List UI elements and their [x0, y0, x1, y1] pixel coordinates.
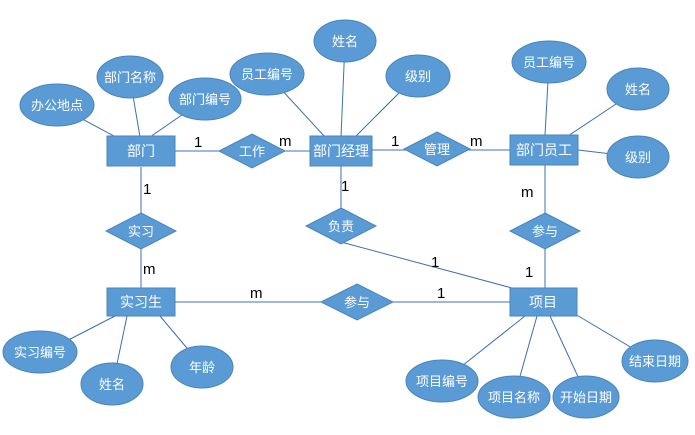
attr-proj-no-label: 项目编号 — [416, 375, 468, 390]
entity-staff-label: 部门员工 — [516, 143, 572, 159]
relationship-manage-label: 管理 — [424, 143, 450, 158]
attr-staff-emp-no-label: 员工编号 — [523, 56, 575, 71]
attr-staff-level-label: 级别 — [625, 151, 651, 166]
entity-intern-label: 实习生 — [120, 295, 162, 311]
entity-dept-label: 部门 — [127, 144, 155, 160]
relationship-work[interactable]: 工作 — [217, 133, 287, 169]
line-responsible-project — [340, 241, 513, 289]
card-mgr-manage: 1 — [391, 133, 399, 150]
relationship-participate-intern[interactable]: 参与 — [319, 283, 395, 321]
attr-proj-name[interactable]: 项目名称 — [477, 375, 551, 419]
attr-dept-name-label: 部门名称 — [104, 70, 156, 86]
entity-project[interactable]: 项目 — [509, 287, 578, 317]
relationship-participate-staff-label: 参与 — [532, 224, 558, 240]
card-intern-participate: m — [250, 285, 263, 302]
entity-project-label: 项目 — [529, 295, 557, 311]
entity-manager[interactable]: 部门经理 — [309, 135, 373, 167]
attr-mgr-emp-no[interactable]: 员工编号 — [229, 52, 305, 96]
card-proj-participate-intern: 1 — [437, 285, 445, 302]
attr-proj-end[interactable]: 结束日期 — [621, 339, 689, 383]
attr-dept-office-label: 办公地点 — [31, 99, 83, 114]
relationship-intern[interactable]: 实习 — [104, 212, 178, 250]
attr-mgr-emp-no-label: 员工编号 — [241, 68, 293, 83]
attr-proj-start[interactable]: 开始日期 — [552, 375, 620, 419]
attr-dept-office[interactable]: 办公地点 — [19, 83, 95, 127]
attr-proj-no[interactable]: 项目编号 — [405, 359, 479, 403]
card-staff-participate: m — [521, 184, 534, 201]
attr-intern-no[interactable]: 实习编号 — [2, 330, 78, 374]
attr-intern-age-label: 年龄 — [189, 361, 215, 376]
card-dept-intern: 1 — [143, 181, 151, 198]
attr-mgr-name[interactable]: 姓名 — [313, 19, 377, 63]
relationship-work-label: 工作 — [239, 145, 265, 160]
attr-dept-no[interactable]: 部门编号 — [168, 77, 242, 121]
attr-mgr-name-label: 姓名 — [332, 34, 358, 50]
cardinality-labels: 1 m 1 m 1 m 1 1 m 1 m 1 — [143, 133, 534, 302]
attr-proj-end-label: 结束日期 — [629, 355, 681, 370]
entity-staff[interactable]: 部门员工 — [509, 134, 579, 166]
attr-proj-start-label: 开始日期 — [560, 391, 612, 406]
attr-dept-no-label: 部门编号 — [179, 93, 231, 108]
card-proj-responsible: 1 — [431, 254, 439, 271]
attr-dept-name[interactable]: 部门名称 — [96, 55, 164, 99]
attr-intern-no-label: 实习编号 — [14, 346, 66, 361]
attr-proj-name-label: 项目名称 — [488, 390, 540, 406]
relationship-responsible-label: 负责 — [328, 220, 354, 235]
attr-intern-name-label: 姓名 — [99, 377, 125, 393]
relationship-manage[interactable]: 管理 — [402, 131, 472, 167]
attr-intern-name[interactable]: 姓名 — [80, 362, 144, 406]
card-mgr-work: m — [279, 133, 292, 150]
card-dept-work: 1 — [194, 134, 202, 151]
card-staff-manage: m — [470, 133, 483, 150]
relationship-participate-staff[interactable]: 参与 — [508, 212, 582, 250]
relationship-intern-label: 实习 — [128, 225, 154, 240]
card-intern-intern: m — [143, 261, 156, 278]
card-mgr-responsible: 1 — [341, 178, 349, 195]
attr-mgr-level[interactable]: 级别 — [385, 54, 451, 98]
attr-staff-level[interactable]: 级别 — [606, 135, 670, 179]
relationship-participate-intern-label: 参与 — [344, 295, 370, 311]
entity-manager-label: 部门经理 — [313, 144, 369, 160]
attr-staff-emp-no[interactable]: 员工编号 — [511, 40, 587, 84]
entity-intern[interactable]: 实习生 — [106, 287, 176, 317]
attr-intern-age[interactable]: 年龄 — [170, 345, 234, 389]
card-proj-participate: 1 — [525, 264, 533, 281]
attr-staff-name[interactable]: 姓名 — [606, 67, 670, 111]
attr-staff-name-label: 姓名 — [625, 82, 651, 98]
entity-dept[interactable]: 部门 — [106, 135, 176, 167]
relationship-responsible[interactable]: 负责 — [304, 207, 378, 245]
attr-mgr-level-label: 级别 — [405, 70, 431, 85]
